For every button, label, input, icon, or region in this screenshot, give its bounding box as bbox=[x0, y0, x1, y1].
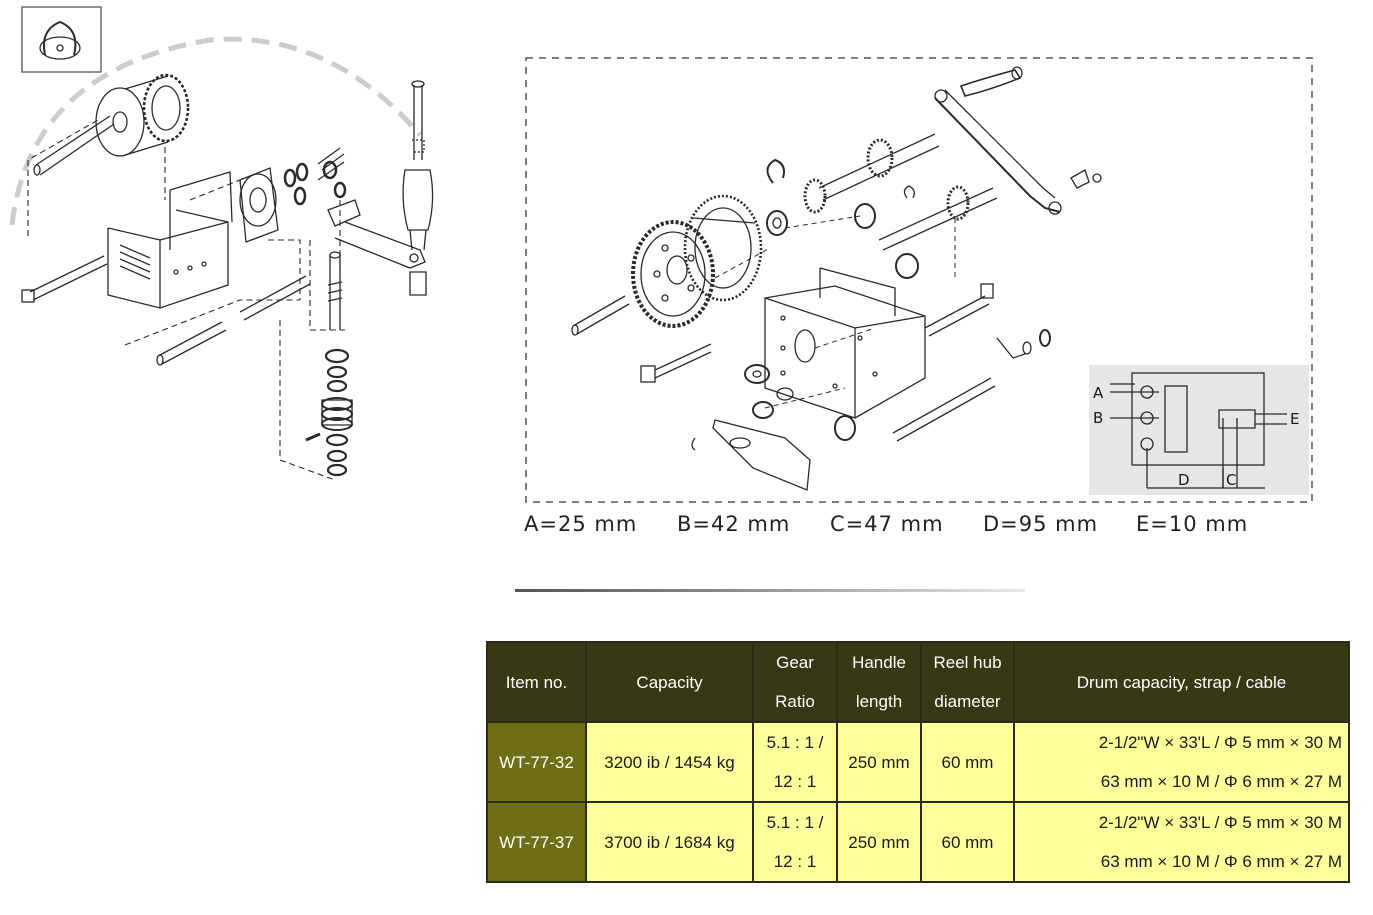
dimension-e: E=10 mm bbox=[1136, 512, 1249, 536]
secondary-shaft-icon bbox=[878, 185, 998, 251]
reel-drum-icon bbox=[33, 73, 190, 176]
axle-pin-icon bbox=[571, 295, 630, 336]
capacity-cell: 3700 ib / 1684 kg bbox=[585, 801, 754, 883]
spring-washer-stack-icon bbox=[305, 348, 353, 477]
dimension-d: D=95 mm bbox=[983, 512, 1099, 536]
drum-capacity-cell: 2-1/2"W × 33'L / Φ 5 mm × 30 M 63 mm × 1… bbox=[1013, 721, 1350, 803]
small-hardware-icon bbox=[744, 169, 1102, 419]
capacity-cell: 3200 ib / 1454 kg bbox=[585, 721, 754, 803]
dimension-inset-diagram: A B D C E bbox=[1089, 365, 1309, 495]
long-bolt-icon bbox=[21, 255, 108, 303]
header-drum-capacity: Drum capacity, strap / cable bbox=[1013, 641, 1350, 723]
callout-c-label: C bbox=[1226, 471, 1236, 489]
gear-ratio-cell: 5.1 : 1 / 12 : 1 bbox=[752, 721, 838, 803]
item-no-cell: WT-77-37 bbox=[486, 801, 587, 883]
header-reel-hub-diameter: Reel hub diameter bbox=[920, 641, 1015, 723]
large-gear-icon bbox=[631, 220, 715, 328]
section-divider bbox=[515, 589, 1025, 592]
header-capacity: Capacity bbox=[585, 641, 754, 723]
callout-d-label: D bbox=[1178, 471, 1190, 489]
handle-length-cell: 250 mm bbox=[836, 801, 922, 883]
hub-plate-icon bbox=[239, 167, 279, 243]
dimension-b: B=42 mm bbox=[677, 512, 791, 536]
drum-capacity-cell: 2-1/2"W × 33'L / Φ 5 mm × 30 M 63 mm × 1… bbox=[1013, 801, 1350, 883]
drive-shaft-icon bbox=[327, 251, 343, 330]
header-gear-ratio: Gear Ratio bbox=[752, 641, 838, 723]
mount-hook-thumbnail-icon bbox=[21, 6, 102, 73]
winch-spec-table: Item no. Capacity Gear Ratio Handle leng… bbox=[486, 641, 1350, 883]
side-plate-icon bbox=[691, 419, 811, 491]
table-row: WT-77-32 3200 ib / 1454 kg 5.1 : 1 / 12 … bbox=[486, 721, 1350, 803]
left-exploded-view-drawing bbox=[9, 6, 434, 481]
bushing-icon bbox=[766, 203, 919, 441]
reel-hub-diameter-cell: 60 mm bbox=[920, 721, 1015, 803]
dimension-legend: A=25 mm B=42 mm C=47 mm D=95 mm E=10 mm bbox=[524, 512, 1284, 542]
crank-handle-icon bbox=[402, 80, 434, 296]
right-exploded-view-drawing: A B D C E bbox=[525, 57, 1313, 503]
gear-ratio-cell: 5.1 : 1 / 12 : 1 bbox=[752, 801, 838, 883]
header-handle-length: Handle length bbox=[836, 641, 922, 723]
washer-set-icon bbox=[283, 147, 347, 206]
long-bolt-icon bbox=[640, 343, 712, 383]
stay-rod-icon bbox=[892, 283, 996, 442]
pinion-shaft-icon bbox=[803, 133, 940, 214]
reel-hub-diameter-cell: 60 mm bbox=[920, 801, 1015, 883]
header-item-no: Item no. bbox=[486, 641, 587, 723]
pin-icon bbox=[156, 275, 311, 366]
callout-b-label: B bbox=[1093, 409, 1103, 427]
callout-a-label: A bbox=[1093, 384, 1104, 402]
handle-length-cell: 250 mm bbox=[836, 721, 922, 803]
frame-bracket-icon bbox=[107, 171, 233, 309]
drum-flange-icon bbox=[683, 194, 763, 302]
winch-frame-icon bbox=[764, 267, 926, 419]
item-no-cell: WT-77-32 bbox=[486, 721, 587, 803]
pawl-arm-icon bbox=[327, 199, 426, 269]
dimension-a: A=25 mm bbox=[524, 512, 638, 536]
crank-handle-icon bbox=[934, 66, 1062, 215]
callout-e-label: E bbox=[1290, 410, 1299, 428]
retaining-clip-icon bbox=[766, 158, 915, 199]
table-row: WT-77-37 3700 ib / 1684 kg 5.1 : 1 / 12 … bbox=[486, 801, 1350, 883]
dimension-c: C=47 mm bbox=[830, 512, 944, 536]
